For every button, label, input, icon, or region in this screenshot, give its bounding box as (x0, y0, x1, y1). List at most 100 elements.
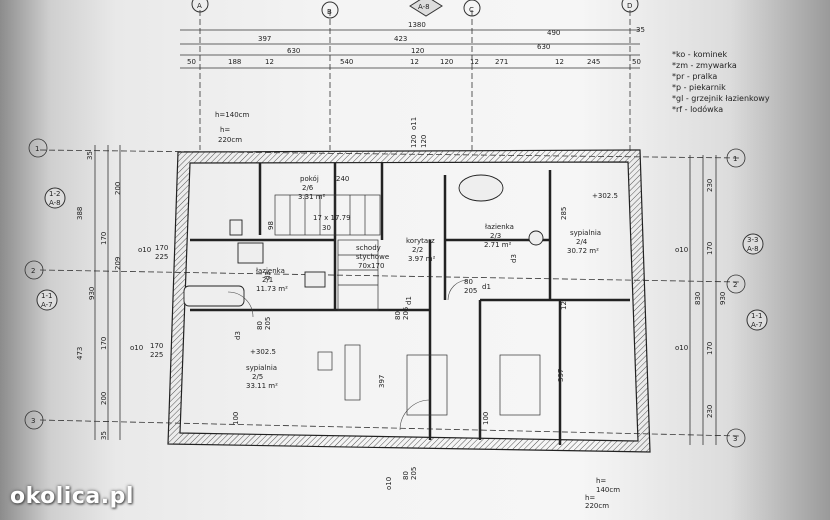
legend-item: *gl - grzejnik łazienkowy (672, 94, 770, 103)
room-name: sypialnia (246, 364, 277, 372)
dim-top-35: 35 (636, 26, 645, 34)
dim-right: 230 (706, 179, 714, 192)
dim-left: 930 (88, 287, 96, 300)
room-number: 2/6 (302, 184, 314, 192)
dim-label: 397 (557, 369, 565, 382)
window-tag: o10 (675, 344, 688, 352)
dim-label: 100 (232, 412, 240, 425)
interior-walls (190, 163, 630, 445)
room-number: 2/3 (490, 232, 501, 240)
dim-top-540: 540 (340, 58, 353, 66)
dim-top-630a: 630 (287, 47, 300, 55)
window-tag: o10 (675, 246, 688, 254)
dim-top-12b: 12 (410, 58, 419, 66)
dim-label: 240 (336, 175, 349, 183)
dim-label: 80 (394, 311, 402, 320)
room-name: sypialnia (570, 229, 601, 237)
note: h= (585, 494, 595, 502)
furniture (317, 344, 541, 416)
window-tag: o10 (130, 344, 143, 352)
section-tag-top: 1-1 (41, 292, 52, 300)
axis-d-label: D (627, 2, 632, 10)
legend-item: *p - piekarnik (672, 83, 726, 92)
dim-right: 930 (719, 292, 727, 305)
height-notes: h=140cm h= 220cm h= 140cm h= 220cm (215, 111, 620, 510)
dim-top-120b: 120 (440, 58, 453, 66)
side-axis-lines (24, 138, 746, 448)
stairs-dim: 17 x 17.79 (313, 214, 351, 222)
section-tag-top: 1-2 (49, 190, 60, 198)
left-dimensions: 35 200 388 170 209 930 473 170 200 35 (76, 151, 122, 440)
site-watermark: okolica.pl (10, 484, 134, 509)
legend-item: *rf - lodówka (672, 104, 723, 114)
dim-left: 200 (100, 392, 108, 405)
dim-left: 209 (114, 257, 122, 270)
section-tags (36, 187, 768, 331)
dim-label: 98 (267, 221, 275, 230)
room-name: schody (356, 244, 381, 252)
room-area: 3.97 m² (408, 255, 436, 263)
level-mark: +302.5 (592, 192, 618, 200)
room-number: 2/4 (576, 238, 588, 246)
dim-left: 35 (86, 151, 94, 160)
dim-label: 205 (410, 467, 418, 480)
level-mark: +302.5 (250, 348, 276, 356)
room-number: 2/1 (262, 276, 273, 284)
axis-right-2: 2 (733, 281, 737, 289)
stairs (274, 194, 381, 311)
door-tag: d3 (264, 271, 272, 280)
room-number: 2/2 (412, 246, 423, 254)
stairs-size: 70x170 (358, 262, 384, 270)
dim-top-12c: 12 (470, 58, 479, 66)
dim-label: 225 (150, 351, 163, 359)
door-tag: d1 (405, 296, 413, 305)
dim-top-120: 120 (411, 47, 424, 55)
room-area: 11.73 m² (256, 285, 288, 293)
room-name: pokój (300, 175, 319, 183)
window-tags: o10 o10 o10 o10 o11 o10 (130, 117, 688, 490)
section-tag-bottom: A-7 (751, 321, 763, 329)
dim-total-width: 1380 (408, 21, 426, 29)
dim-left: 200 (114, 182, 122, 195)
axis-left-3: 3 (31, 417, 35, 425)
dim-label: 80 (402, 471, 410, 480)
dim-right: 830 (694, 292, 702, 305)
dim-label: 30 (322, 224, 331, 232)
room-number: 2/5 (252, 373, 263, 381)
axis-right-1: 1 (733, 155, 737, 163)
room-name: łazienka (485, 223, 514, 231)
note: 220cm (585, 502, 609, 510)
section-tag-bottom: A-7 (41, 301, 53, 309)
misc-dimensions: 170 225 170 225 397 397 100 100 80 205 8… (150, 135, 568, 480)
axis-b-label: B (327, 8, 332, 16)
dim-left: 170 (100, 232, 108, 245)
dim-top-271: 271 (495, 58, 508, 66)
dim-label: 120 (410, 135, 418, 148)
section-tag-bottom: A-8 (747, 245, 759, 253)
dim-top-423: 423 (394, 35, 407, 43)
section-tag-top: 3-3 (747, 236, 758, 244)
dim-label: 285 (560, 207, 568, 220)
note: 140cm (596, 486, 620, 494)
window-tag: o10 (138, 246, 151, 254)
dim-top-50a: 50 (187, 58, 196, 66)
dim-right: 170 (706, 342, 714, 355)
top-axis-markers (191, 0, 639, 19)
room-area: 30.72 m² (567, 247, 599, 255)
room-sub: stychowe (356, 253, 389, 261)
dim-label: 170 (155, 244, 168, 252)
note: h=140cm (215, 111, 250, 119)
room-name: korytarz (406, 237, 435, 245)
axis-left-2: 2 (31, 267, 35, 275)
dim-top-188: 188 (228, 58, 241, 66)
dim-top-490: 490 (547, 29, 560, 37)
dim-top-630b: 630 (537, 43, 550, 51)
window-tag: o11 (410, 117, 418, 130)
section-tag-bottom: A-8 (49, 199, 61, 207)
room-name: łazienka (256, 267, 285, 275)
dim-label: 80 (256, 321, 264, 330)
dim-top-12a: 12 (265, 58, 274, 66)
door-tag: d3 (234, 331, 242, 340)
